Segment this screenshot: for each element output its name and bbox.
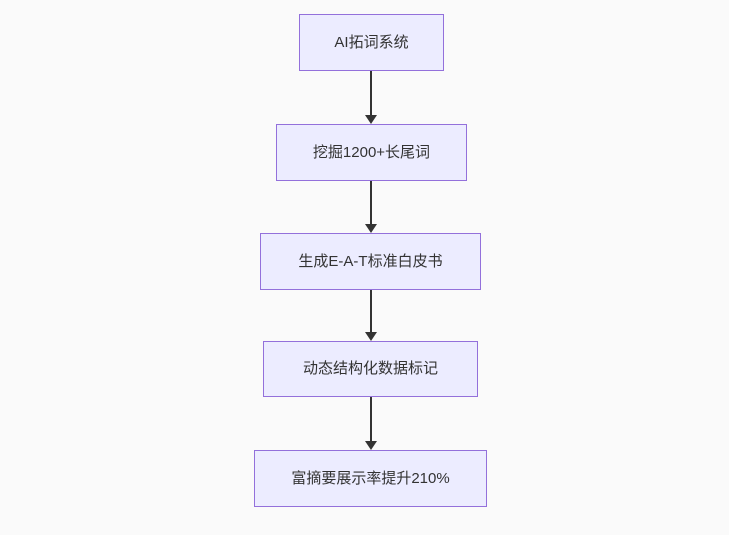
flow-node-label: AI拓词系统 [334,33,409,51]
flow-node-label: 挖掘1200+长尾词 [312,143,431,161]
arrowhead-down-icon [365,441,377,450]
arrowhead-down-icon [365,224,377,233]
arrow-line [370,290,372,332]
flow-node-rich-snippet-result: 富摘要展示率提升210% [254,450,487,507]
arrow-line [370,71,372,115]
arrow-line [370,181,372,224]
flow-node-eat-whitepaper: 生成E-A-T标准白皮书 [260,233,481,290]
flow-node-label: 富摘要展示率提升210% [291,469,450,487]
arrow-line [370,397,372,441]
flow-arrow-1 [365,71,377,124]
flow-node-label: 动态结构化数据标记 [302,360,438,377]
flow-node-longtail-keywords: 挖掘1200+长尾词 [276,124,467,181]
flow-node-ai-word-expansion: AI拓词系统 [299,14,444,71]
arrowhead-down-icon [365,115,377,124]
arrowhead-down-icon [365,332,377,341]
flow-arrow-2 [365,181,377,233]
flow-node-label: 生成E-A-T标准白皮书 [298,252,443,270]
flow-arrow-4 [365,397,377,450]
flow-node-structured-data-markup: 动态结构化数据标记 [263,341,478,397]
flow-arrow-3 [365,290,377,341]
